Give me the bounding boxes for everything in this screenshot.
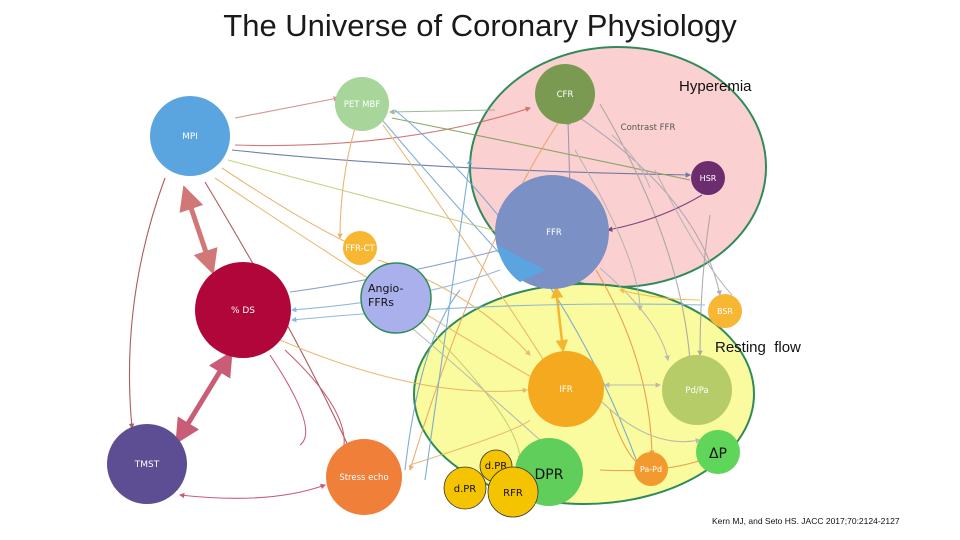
node-pa-pd: Pa-Pd [634,452,668,486]
node-ifr: IFR [528,351,604,427]
node-ffr-ct: FFR-CT [343,231,377,265]
node-mpi: MPI [150,96,230,176]
svg-text:FFR-CT: FFR-CT [345,244,375,254]
svg-text:IFR: IFR [559,385,572,395]
svg-text:FFRs: FFRs [368,296,394,309]
svg-text:Contrast FFR: Contrast FFR [621,123,676,133]
node-hsr: HSR [691,161,725,195]
svg-text:BSR: BSR [717,307,733,316]
hyperemia-label: Hyperemia [679,78,752,95]
svg-text:ΔP: ΔP [709,446,727,462]
node-cfr: CFR [535,64,595,124]
svg-text:RFR: RFR [503,488,523,499]
svg-text:CFR: CFR [557,90,574,100]
svg-text:Pd/Pa: Pd/Pa [685,386,708,396]
svg-text:d.PR: d.PR [485,461,508,472]
svg-text:HSR: HSR [700,174,717,183]
node-pet-mbf: PET MBF [335,77,389,131]
node-pd-pa: Pd/Pa [662,355,732,425]
page-title: The Universe of Coronary Physiology [223,8,737,43]
node-dpr-left: d.PR [443,466,487,510]
resting-flow-label: Resting flow [715,339,801,356]
svg-text:Stress echo: Stress echo [339,473,388,483]
svg-text:d.PR: d.PR [454,484,477,495]
svg-text:TMST: TMST [134,460,160,470]
node-percent-ds: % DS [195,262,291,358]
svg-text:MPI: MPI [182,132,198,142]
strong-connections [175,185,233,445]
svg-text:Pa-Pd: Pa-Pd [640,465,662,474]
node-rfr: RFR [487,466,539,518]
citation: Kern MJ, and Seto HS. JACC 2017;70:2124-… [712,516,900,526]
node-contrast-ffr: Contrast FFR [621,123,676,133]
node-ffr: FFR [495,175,609,289]
node-angio-ffrs: Angio- FFRs [360,262,432,334]
svg-text:% DS: % DS [231,306,255,316]
node-stress-echo: Stress echo [326,439,402,515]
node-delta-p: ΔP [696,430,740,474]
svg-text:Angio-: Angio- [368,282,403,295]
svg-text:FFR: FFR [546,228,562,238]
node-tmst: TMST [107,424,187,504]
svg-text:DPR: DPR [535,467,564,483]
svg-text:PET MBF: PET MBF [344,100,381,110]
node-bsr: BSR [708,294,742,328]
